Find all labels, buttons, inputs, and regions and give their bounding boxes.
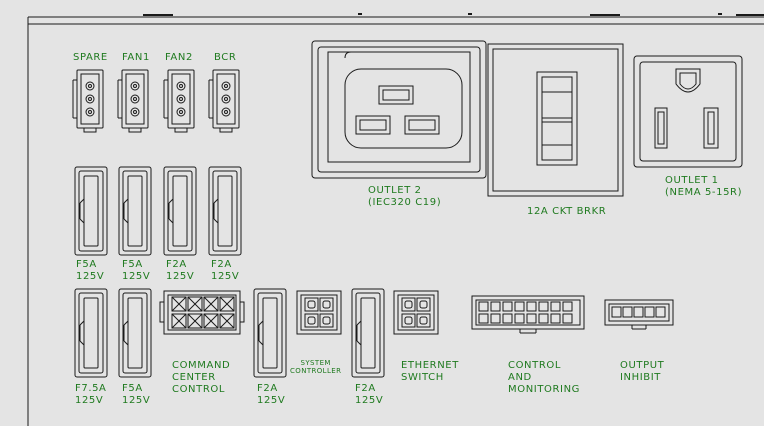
- fuse-holder-3: [163, 166, 197, 256]
- outlet-1-nema-5-15r: [633, 55, 743, 168]
- fuse-holder-2: [118, 166, 152, 256]
- command-center-connector: [159, 290, 245, 335]
- fuse-holder-8: [351, 288, 385, 378]
- ethernet-switch-connector: [393, 290, 439, 335]
- label-spare: SPARE: [73, 52, 108, 63]
- connector-fan2: [163, 69, 195, 133]
- panel-frame: [27, 13, 764, 426]
- breaker-label: 12A CKT BRKR: [527, 206, 607, 217]
- connector-fan1: [117, 69, 149, 133]
- label-bcr: BCR: [214, 52, 237, 63]
- outlet-2-iec-c19: [311, 40, 487, 179]
- circuit-breaker: [487, 43, 624, 197]
- outlet-2-label: OUTLET 2(IEC320 C19): [368, 185, 442, 208]
- control-monitoring-connector: [471, 295, 585, 334]
- output-inhibit-connector: [604, 299, 674, 330]
- connector-spare: [72, 69, 104, 133]
- outlet-1-label: OUTLET 1(NEMA 5-15R): [665, 175, 743, 198]
- fuse-holder-5: [74, 288, 108, 378]
- label-fan1: FAN1: [122, 52, 150, 63]
- fuse-holder-6: [118, 288, 152, 378]
- label-fan2: FAN2: [165, 52, 193, 63]
- fuse-holder-4: [208, 166, 242, 256]
- fuse-holder-1: [74, 166, 108, 256]
- system-controller-connector: [296, 290, 342, 335]
- fuse-holder-7: [253, 288, 287, 378]
- connector-bcr: [208, 69, 240, 133]
